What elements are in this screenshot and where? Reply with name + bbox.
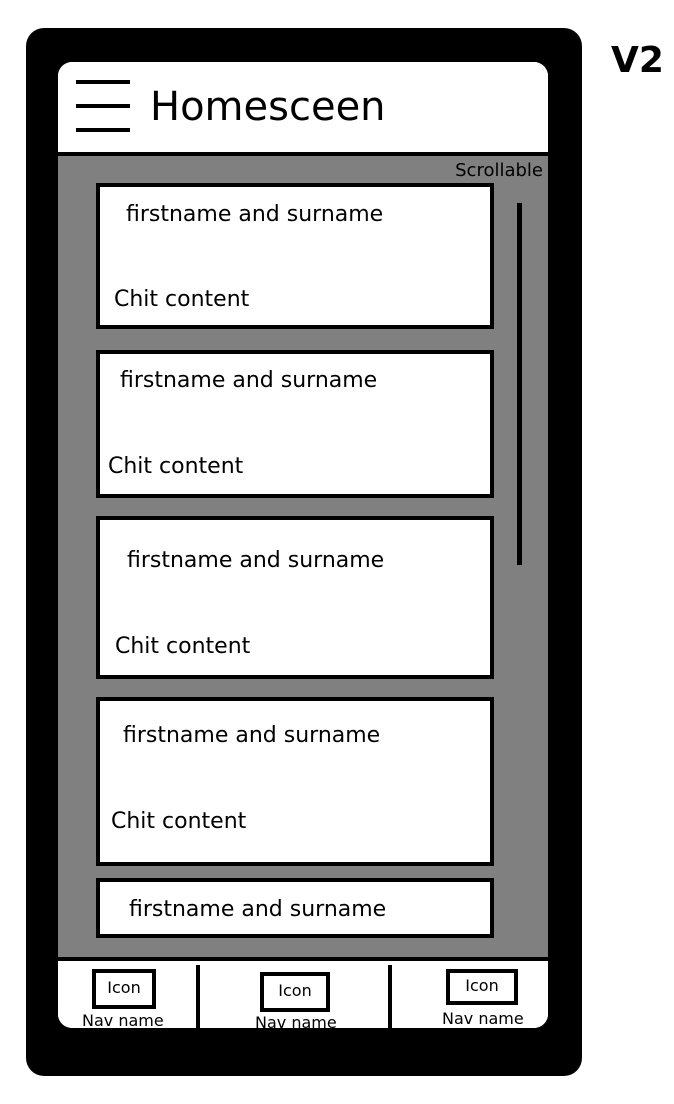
hamburger-menu-icon[interactable]	[76, 80, 130, 136]
nav-label: Nav name	[442, 1009, 524, 1028]
chit-card[interactable]: firstname and surname Chit content	[96, 516, 494, 679]
nav-label: Nav name	[255, 1013, 337, 1028]
nav-icon: Icon	[260, 972, 330, 1012]
nav-item[interactable]: Icon Nav name	[392, 965, 548, 1028]
chit-card[interactable]: firstname and surname Chit content	[96, 697, 494, 866]
phone-frame: Homesceen Scrollable firstname and surna…	[26, 28, 582, 1076]
chit-content: Chit content	[111, 809, 247, 834]
scrollbar[interactable]	[517, 203, 522, 565]
nav-divider	[196, 965, 200, 1028]
chit-card[interactable]: firstname and surname Chit content	[96, 350, 494, 498]
page-title: Homesceen	[150, 84, 386, 130]
chit-content: Chit content	[115, 634, 251, 659]
nav-item[interactable]: Icon Nav name	[200, 965, 388, 1028]
version-label: V2	[611, 40, 664, 81]
chit-content: Chit content	[114, 287, 250, 312]
chit-feed[interactable]: Scrollable firstname and surname Chit co…	[58, 156, 548, 957]
app-screen: Homesceen Scrollable firstname and surna…	[58, 62, 548, 1028]
bottom-nav: Icon Nav name Icon Nav name Icon Nav nam…	[58, 957, 548, 1028]
nav-item[interactable]: Icon Nav name	[58, 965, 196, 1028]
scroll-hint: Scrollable	[455, 160, 543, 181]
nav-divider	[388, 965, 392, 1028]
chit-author-name: firstname and surname	[120, 368, 378, 393]
chit-author-name: firstname and surname	[123, 723, 381, 748]
app-header: Homesceen	[58, 62, 548, 156]
chit-card[interactable]: firstname and surname Chit content	[96, 183, 494, 329]
chit-author-name: firstname and surname	[126, 202, 384, 227]
nav-icon: Icon	[92, 969, 156, 1009]
nav-label: Nav name	[82, 1011, 164, 1028]
nav-icon: Icon	[446, 969, 518, 1005]
chit-card[interactable]: firstname and surname	[96, 878, 494, 938]
chit-content: Chit content	[108, 454, 244, 479]
chit-author-name: firstname and surname	[129, 897, 387, 922]
chit-author-name: firstname and surname	[127, 548, 385, 573]
